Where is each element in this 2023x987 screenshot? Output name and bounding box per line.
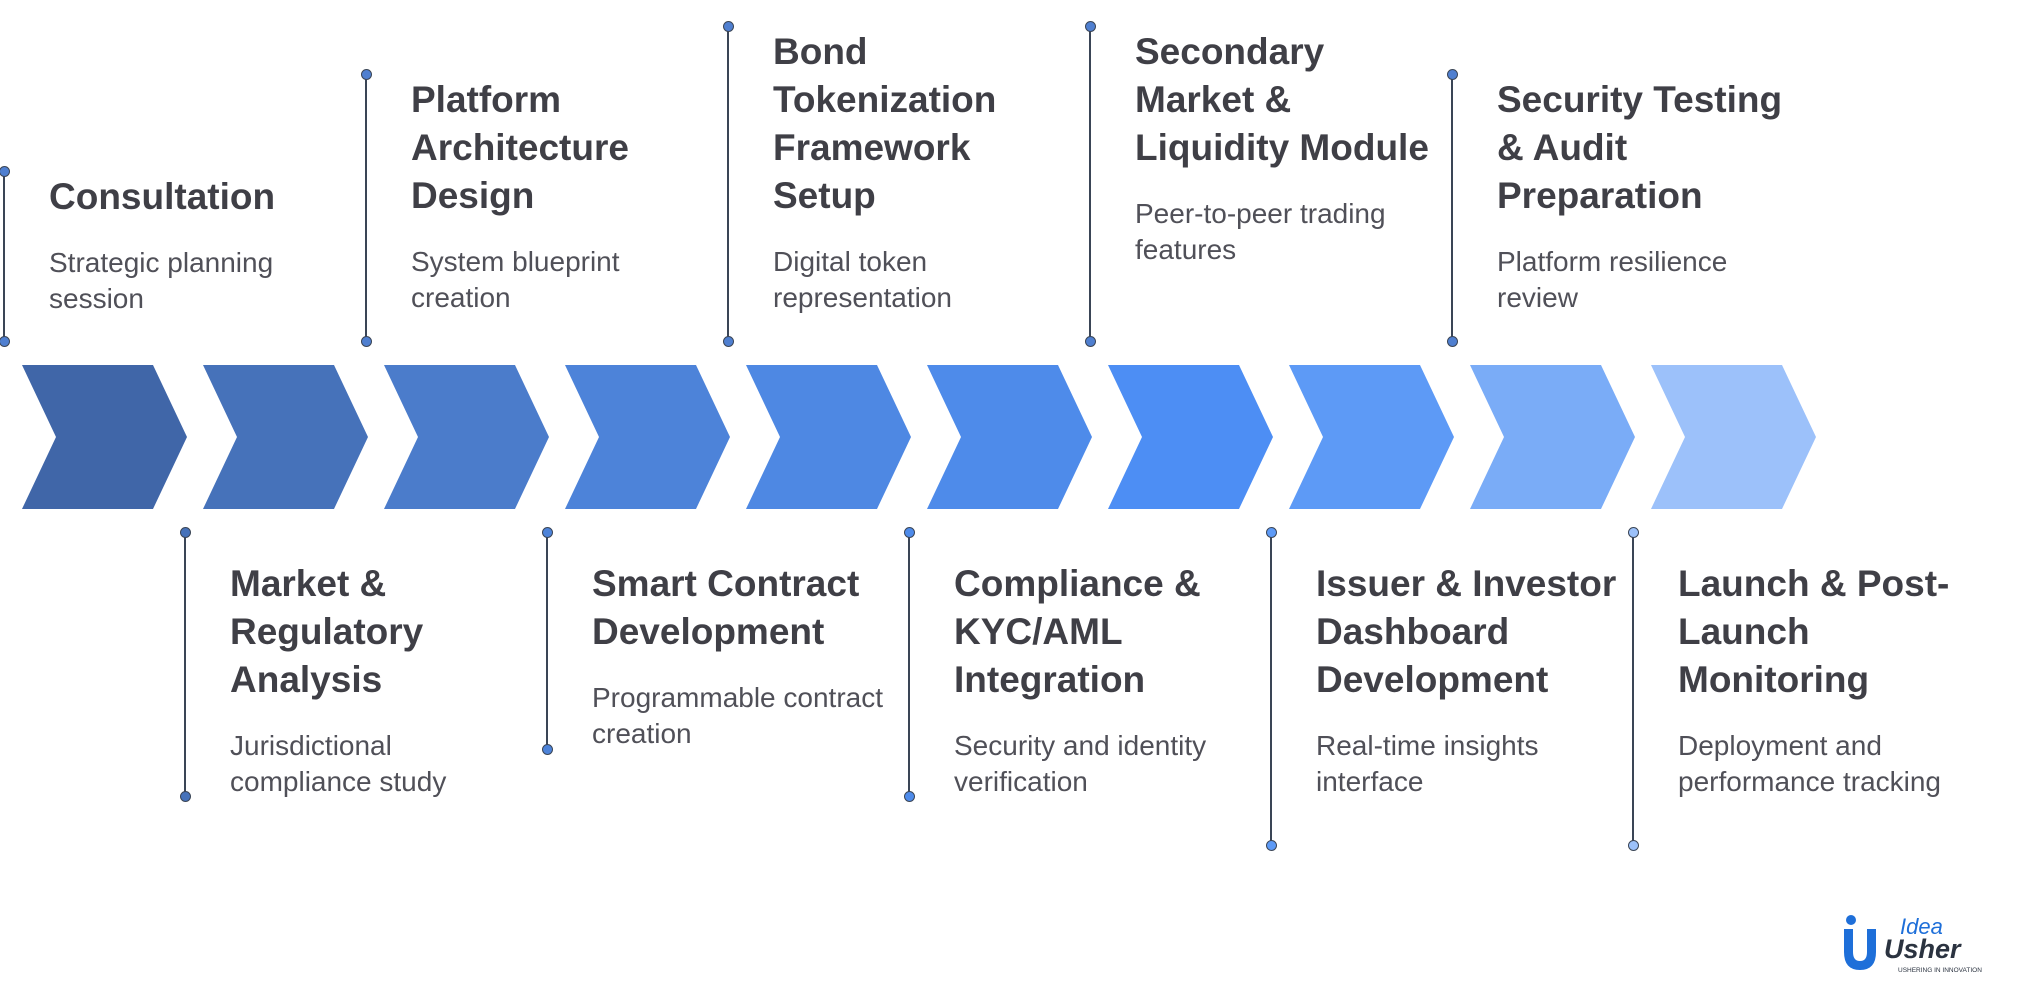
logo-line1: Idea xyxy=(1900,914,1943,939)
chevron-7 xyxy=(1108,365,1273,509)
step-description: Security and identity verification xyxy=(954,730,1207,797)
connector-line-8 xyxy=(1270,532,1272,845)
connector-dot-start xyxy=(360,68,372,80)
chevron-3 xyxy=(384,365,549,509)
connector-line-9 xyxy=(1451,74,1453,341)
connector-line-1 xyxy=(3,171,5,341)
connector-line-2 xyxy=(184,532,186,796)
connector-dot-end xyxy=(903,790,915,802)
connector-dot-start xyxy=(1446,68,1458,80)
step-title: Launch & Post-Launch Monitoring xyxy=(1678,563,1950,700)
chevron-1 xyxy=(22,365,187,509)
step-title: Security Testing & Audit Preparation xyxy=(1497,79,1783,216)
step-description: System blueprint creation xyxy=(411,246,620,313)
connector-line-6 xyxy=(908,532,910,796)
chevron-10 xyxy=(1651,365,1816,509)
connector-dot-start xyxy=(903,526,915,538)
connector-dot-end xyxy=(179,790,191,802)
step-description: Jurisdictional compliance study xyxy=(230,730,447,797)
connector-line-10 xyxy=(1632,532,1634,845)
connector-dot-end xyxy=(1265,839,1277,851)
connector-dot-start xyxy=(1627,526,1639,538)
chevron-9 xyxy=(1470,365,1635,509)
step-description: Real-time insights interface xyxy=(1316,730,1539,797)
chevron-5 xyxy=(746,365,911,509)
connector-dot-end xyxy=(0,335,10,347)
idea-usher-logo: Idea Usher USHERING IN INNOVATION xyxy=(1844,914,1982,974)
connector-dot-end xyxy=(1446,335,1458,347)
step-description: Digital token representation xyxy=(773,246,953,313)
step-title: Secondary Market & Liquidity Module xyxy=(1135,31,1429,168)
idea-usher-u-icon xyxy=(1844,915,1876,970)
connector-dot-start xyxy=(722,20,734,32)
logo-tagline: USHERING IN INNOVATION xyxy=(1898,967,1982,974)
connector-dot-end xyxy=(722,335,734,347)
step-title: Smart Contract Development xyxy=(592,563,860,652)
connector-dot-start xyxy=(541,526,553,538)
connector-dot-start xyxy=(1084,20,1096,32)
connector-dot-end xyxy=(360,335,372,347)
chevron-4 xyxy=(565,365,730,509)
step-description: Peer-to-peer trading features xyxy=(1135,198,1386,265)
connector-line-7 xyxy=(1089,26,1091,341)
step-title: Market & Regulatory Analysis xyxy=(230,563,424,700)
step-title: Consultation xyxy=(49,176,276,217)
step-description: Deployment and performance tracking xyxy=(1678,730,1942,797)
step-title: Bond Tokenization Framework Setup xyxy=(773,31,997,216)
chevron-8 xyxy=(1289,365,1454,509)
step-title: Platform Architecture Design xyxy=(411,79,629,216)
step-title: Issuer & Investor Dashboard Development xyxy=(1316,563,1617,700)
connector-dot-start xyxy=(0,165,10,177)
step-description: Strategic planning session xyxy=(49,247,274,314)
connector-dot-end xyxy=(1084,335,1096,347)
connector-line-4 xyxy=(546,532,548,749)
step-description: Programmable contract creation xyxy=(592,682,884,749)
connector-dot-start xyxy=(179,526,191,538)
step-title: Compliance & KYC/AML Integration xyxy=(954,563,1201,700)
connector-dot-start xyxy=(1265,526,1277,538)
connector-line-5 xyxy=(727,26,729,341)
logo-line2: Usher xyxy=(1884,934,1962,964)
chevron-6 xyxy=(927,365,1092,509)
connector-dot-end xyxy=(541,743,553,755)
connector-dot-end xyxy=(1627,839,1639,851)
step-description: Platform resilience review xyxy=(1497,246,1728,313)
connector-line-3 xyxy=(365,74,367,341)
chevron-2 xyxy=(203,365,368,509)
